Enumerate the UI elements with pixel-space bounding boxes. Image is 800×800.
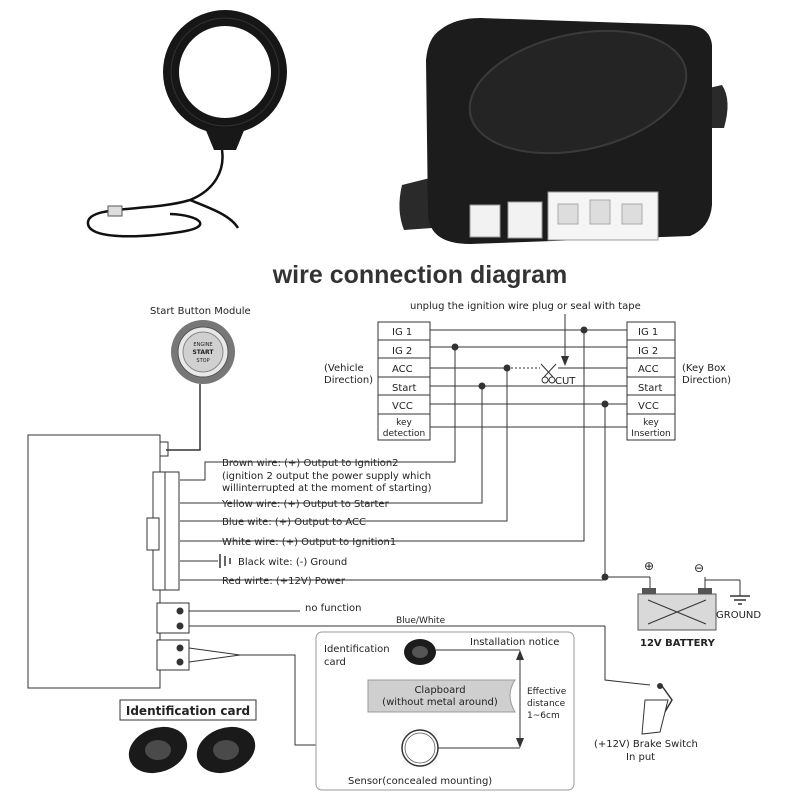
fob-icon — [404, 639, 436, 665]
start-button-cable — [166, 384, 201, 451]
vehicle-row-ig2: IG 2 — [392, 346, 412, 357]
vehicle-key-detection-1: key — [396, 418, 412, 428]
brake-switch-input: In put — [626, 752, 655, 763]
ground-label: GROUND — [716, 610, 761, 621]
vehicle-key-detection-2: detection — [383, 429, 426, 439]
installation-notice: Installation notice — [470, 637, 559, 648]
battery-minus: ⊖ — [694, 561, 704, 575]
keybox-key-insertion-1: key — [643, 418, 659, 428]
scissors-icon — [540, 363, 557, 384]
keybox-direction-1: (Key Box — [682, 363, 726, 374]
id-card-caption-2: card — [324, 657, 346, 668]
black-wire-label: Black wite: (-) Ground — [238, 557, 347, 568]
blue-white-label: Blue/White — [396, 616, 446, 626]
keybox-row-vcc: VCC — [638, 401, 659, 412]
start-button-label: Start Button Module — [150, 306, 251, 317]
vehicle-row-ig1: IG 1 — [392, 327, 412, 338]
brown-wire-note-1: (ignition 2 output the power supply whic… — [222, 471, 431, 482]
distance-label-3: 1~6cm — [527, 711, 560, 721]
brake-switch-label: (+12V) Brake Switch — [594, 739, 698, 750]
sensor-label: Sensor(concealed mounting) — [348, 776, 492, 787]
keybox-row-ig2: IG 2 — [638, 346, 658, 357]
battery-icon — [605, 576, 750, 631]
vehicle-row-vcc: VCC — [392, 401, 413, 412]
main-module-connector — [152, 471, 180, 591]
battery-label: 12V BATTERY — [640, 638, 716, 649]
vehicle-direction-1: (Vehicle — [324, 363, 364, 374]
vehicle-row-acc: ACC — [392, 364, 413, 375]
start-button-text-3: STOP — [196, 358, 209, 364]
distance-label-2: distance — [527, 699, 566, 709]
keybox-row-ig1: IG 1 — [638, 327, 658, 338]
keybox-key-insertion-2: Insertion — [631, 429, 671, 439]
start-button-text-2: START — [192, 349, 214, 356]
id-card-title: Identification card — [126, 704, 250, 718]
id-card-fob-left — [128, 726, 188, 774]
id-card-caption-1: Identification — [324, 644, 390, 655]
brown-wire-label: Brown wire: (+) Output to Ignition2 — [222, 458, 399, 469]
bridge-lines — [430, 314, 627, 581]
clapboard-label-1: Clapboard — [414, 685, 465, 696]
brake-pedal-icon — [641, 683, 673, 735]
distance-label-1: Effective — [527, 687, 567, 697]
control-box-photo — [399, 18, 728, 244]
keybox-row-acc: ACC — [638, 364, 659, 375]
antenna-ring-photo — [86, 10, 287, 238]
sensor-icon — [401, 729, 520, 767]
clapboard-label-2: (without metal around) — [382, 697, 498, 708]
cut-label: CUT — [555, 376, 576, 387]
clapboard-shape — [367, 679, 516, 713]
brown-wire-note-2: willinterrupted at the moment of startin… — [222, 483, 432, 494]
white-wire-label: White wire: (+) Output to Ignition1 — [222, 537, 396, 548]
keybox-connector: IG 1 IG 2 ACC Start VCC key Insertion — [626, 321, 676, 441]
blue-wire-label: Blue wite: (+) Output to ACC — [222, 517, 366, 528]
start-button-text-1: ENGINE — [193, 342, 212, 348]
keybox-direction-2: Direction) — [682, 375, 731, 386]
distance-arrow — [516, 650, 524, 748]
unplug-note: unplug the ignition wire plug or seal wi… — [410, 301, 641, 312]
vehicle-row-start: Start — [392, 383, 417, 394]
id-card-title-box — [119, 699, 257, 721]
vehicle-connector: IG 1 IG 2 ACC Start VCC key detection — [377, 321, 431, 441]
start-button-icon: ENGINE START STOP — [171, 320, 235, 384]
red-wire-label: Red wirte: (+12V) Power — [222, 576, 346, 587]
battery-plus: ⊕ — [644, 559, 654, 573]
diagram-title: wire connection diagram — [272, 261, 568, 289]
no-function-connector — [156, 602, 651, 686]
vehicle-direction-2: Direction) — [324, 375, 373, 386]
yellow-wire-label: Yellow wire: (+) Output to Starter — [221, 499, 390, 510]
no-function-label: no function — [305, 603, 361, 614]
keybox-row-start: Start — [638, 383, 663, 394]
id-card-fob-right — [196, 726, 256, 774]
main-module-box — [27, 434, 161, 689]
